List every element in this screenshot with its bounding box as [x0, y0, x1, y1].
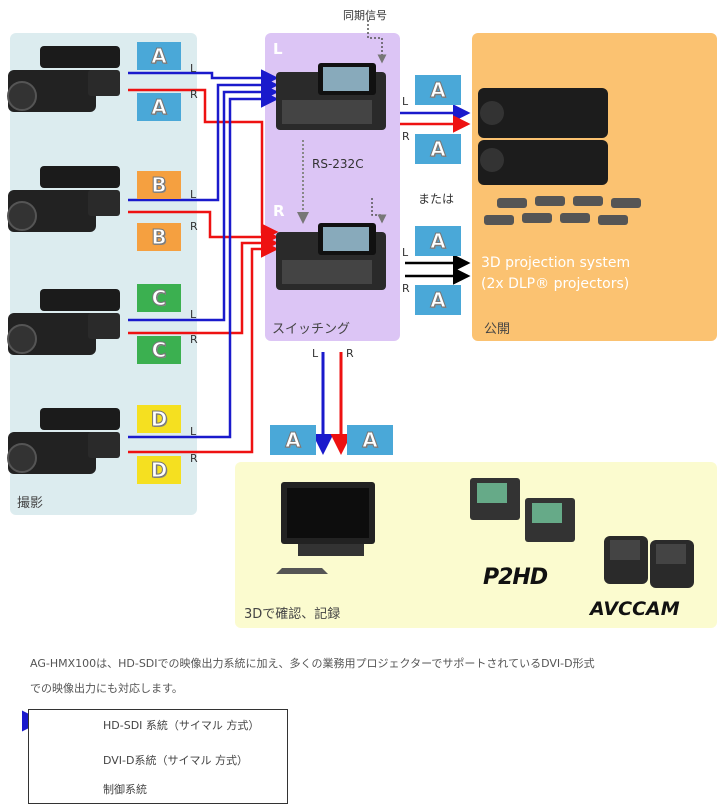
tile-a-2: A: [137, 93, 181, 121]
capture-label: 撮影: [17, 496, 44, 511]
switcher-L-label: L: [273, 40, 283, 58]
public-label: 公開: [484, 322, 511, 337]
out2-L-label: L: [402, 246, 409, 259]
cam1-L-label: L: [190, 62, 197, 75]
p2hd-deck-icon: [470, 478, 575, 542]
legend-control: 制御系統: [103, 783, 147, 796]
mon-L-label: L: [312, 347, 319, 360]
switcher-L-icon: [276, 63, 386, 130]
cam4-R-label: R: [190, 452, 198, 465]
camera-3-icon: [7, 289, 120, 355]
out1-L-label: L: [402, 95, 409, 108]
cam4-L-label: L: [190, 425, 197, 438]
camera-4-icon: [7, 408, 120, 474]
cam4-L-wire: [128, 90, 279, 439]
monitor-icon: [276, 482, 375, 574]
cam3-L-label: L: [190, 308, 197, 321]
cam2-R-label: R: [190, 220, 198, 233]
camera-1-icon: [7, 46, 120, 112]
legend-dvid: DVI-D系統（サイマル 方式）: [103, 754, 248, 767]
cam2-R-wire: [128, 210, 279, 246]
switching-label: スイッチング: [272, 322, 351, 337]
legend-hdsdi: HD-SDI 系統（サイマル 方式）: [103, 719, 260, 732]
legend-box: HD-SDI 系統（サイマル 方式） DVI-D系統（サイマル 方式） 制御系統: [28, 709, 288, 804]
mon-R-label: R: [346, 347, 354, 360]
note-line-1: AG-HMX100は、HD-SDIでの映像出力系統に加え、多くの業務用プロジェク…: [30, 657, 595, 670]
cam2-L-label: L: [190, 188, 197, 201]
tile-a-dvi-2: A: [415, 285, 461, 315]
or-label: または: [418, 192, 455, 206]
tile-c-1: C: [137, 284, 181, 312]
cam2-L-wire: [128, 76, 279, 202]
projector-icon: [478, 88, 608, 185]
switcher-R-label: R: [273, 202, 285, 220]
projection-dlp-label: (2x DLP® projectors): [481, 276, 630, 292]
cam3-R-wire: [128, 234, 279, 335]
tile-a-proj-2: A: [415, 134, 461, 164]
tile-a-1: A: [137, 42, 181, 70]
cam1-R-label: R: [190, 88, 198, 101]
3d-glasses-icon: [484, 196, 641, 225]
camera-2-icon: [7, 166, 120, 232]
cam3-R-label: R: [190, 333, 198, 346]
tile-d-2: D: [137, 456, 181, 484]
switcher-R-icon: [276, 223, 386, 290]
public-zone: [472, 33, 717, 341]
description-note: AG-HMX100は、HD-SDIでの映像出力系統に加え、多くの業務用プロジェク…: [30, 651, 680, 701]
confirm-record-label: 3Dで確認、記録: [244, 607, 341, 622]
tile-a-mon-2: A: [347, 425, 393, 455]
avccam-logo: AVCCAM: [590, 598, 680, 620]
projection-system-label: 3D projection system: [481, 255, 631, 271]
tile-a-mon-1: A: [270, 425, 316, 455]
tile-c-2: C: [137, 336, 181, 364]
cam1-L-wire: [128, 69, 279, 87]
rs232c-label: RS-232C: [312, 157, 364, 171]
tile-a-proj-1: A: [415, 75, 461, 105]
tile-d-1: D: [137, 405, 181, 433]
tile-b-2: B: [137, 223, 181, 251]
cam4-R-wire: [128, 240, 279, 454]
p2hd-logo: P2HD: [483, 565, 548, 590]
avccam-recorder-icon: [604, 536, 694, 588]
tile-a-dvi-1: A: [415, 226, 461, 256]
cam3-L-wire: [128, 83, 279, 322]
out1-R-label: R: [402, 130, 410, 143]
tile-b-1: B: [137, 171, 181, 199]
note-line-2: での映像出力にも対応します。: [30, 682, 183, 695]
sync-signal-label: 同期信号: [343, 9, 387, 22]
out2-R-label: R: [402, 282, 410, 295]
